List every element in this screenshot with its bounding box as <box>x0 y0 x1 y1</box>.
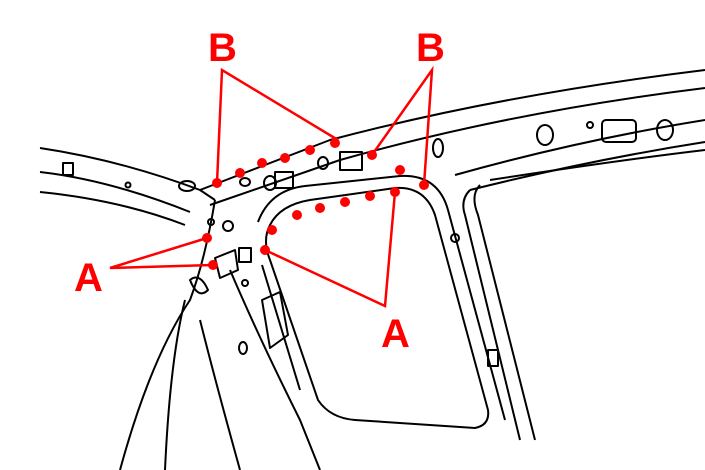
weld-point <box>340 197 350 207</box>
weld-point <box>305 145 315 155</box>
leader-lines <box>109 65 434 308</box>
weld-point <box>280 153 290 163</box>
label-a-right: A <box>381 312 410 356</box>
weld-point <box>292 210 302 220</box>
weld-point <box>235 168 245 178</box>
weld-points <box>202 138 429 270</box>
weld-point <box>260 245 270 255</box>
weld-point <box>267 225 277 235</box>
weld-point <box>395 165 405 175</box>
weld-point <box>419 180 429 190</box>
label-b-left: B <box>208 26 237 70</box>
weld-point <box>315 203 325 213</box>
structure-lines <box>39 69 705 470</box>
weld-point <box>330 138 340 148</box>
weld-point <box>212 178 222 188</box>
weld-point <box>365 191 375 201</box>
weld-point <box>367 150 377 160</box>
label-a-left: A <box>74 256 103 300</box>
label-b-right: B <box>416 26 445 70</box>
weld-point <box>208 260 218 270</box>
weld-point <box>202 233 212 243</box>
weld-point <box>390 187 400 197</box>
weld-point <box>257 158 267 168</box>
